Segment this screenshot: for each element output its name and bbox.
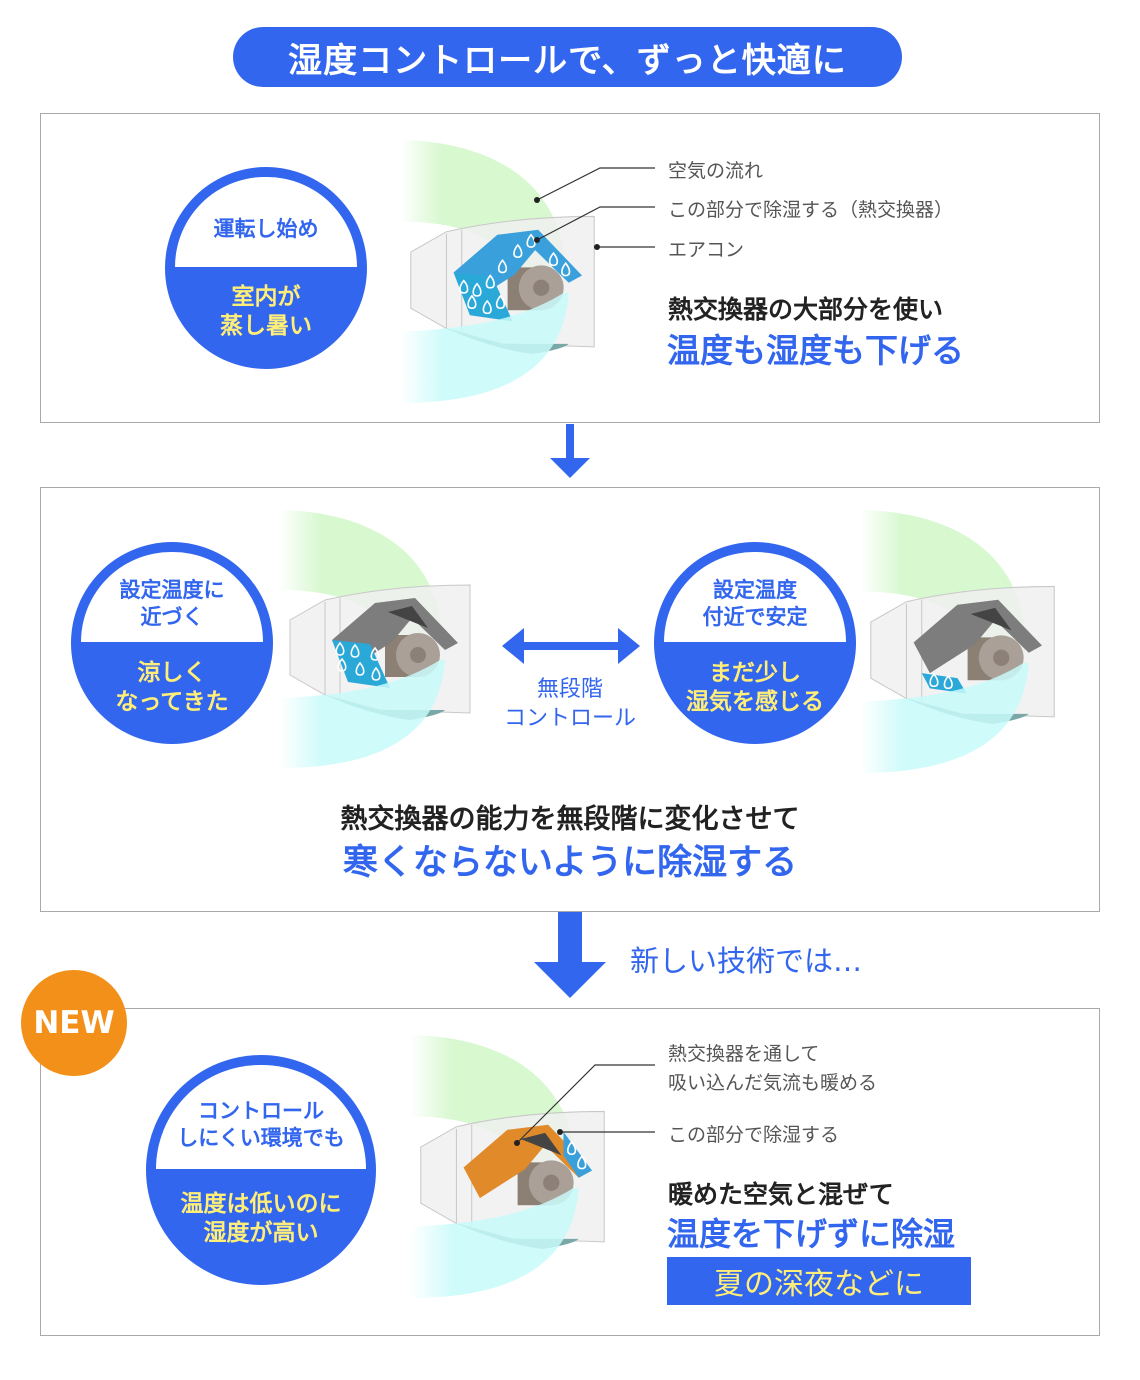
circle-top: 運転し始め	[175, 177, 357, 267]
fan-hub	[533, 279, 550, 296]
circle-bottom-line: 涼しく	[137, 659, 207, 686]
status-circle-stable: 設定温度 付近で安定 まだ少し 湿気を感じる	[654, 542, 856, 744]
leader-line	[536, 206, 655, 241]
water-drop-icon	[566, 1140, 577, 1156]
panel2-headline: 熱交換器の能力を無段階に変化させて	[340, 804, 800, 835]
double-arrow-icon	[502, 628, 640, 664]
circle-top-text: 運転し始め	[213, 216, 319, 241]
circle-top-line: 近づく	[140, 605, 204, 629]
water-drop-icon	[561, 262, 571, 277]
circle-bottom-line: まだ少し	[709, 659, 801, 686]
aircon-illustration	[410, 1035, 605, 1298]
panel3-headline: 暖めた空気と混ぜて	[668, 1180, 894, 1209]
leader-line	[536, 167, 655, 201]
circle-top: 設定温度 付近で安定	[664, 552, 846, 642]
stepless-label-line: コントロール	[503, 706, 636, 731]
circle-top: 設定温度に 近づく	[81, 552, 263, 642]
leader-lines	[534, 167, 655, 250]
stepless-label-line: 無段階	[536, 677, 603, 702]
water-drop-icon	[355, 661, 365, 676]
circle-top-line: しにくい環境でも	[177, 1126, 345, 1150]
aircon-illustration	[860, 510, 1055, 773]
exchanger-roof	[463, 1124, 592, 1199]
circle-top-line: コントロール	[198, 1099, 324, 1123]
circle-top-line: 設定温度に	[119, 578, 225, 602]
exchanger-roof	[913, 599, 1042, 674]
circle-bottom-line: 室内が	[231, 283, 301, 310]
label-airflow: 空気の流れ	[668, 160, 764, 182]
water-drop-icon	[350, 643, 360, 658]
leader-dot	[534, 237, 540, 243]
page-title: 湿度コントロールで、ずっと快適に	[233, 27, 902, 87]
panel3-highlight: 温度を下げずに除湿	[667, 1215, 956, 1253]
water-drop-icon	[337, 657, 347, 672]
circle-top: コントロール しにくい環境でも	[156, 1065, 366, 1169]
fan-hub	[993, 649, 1010, 666]
fan-hub	[410, 647, 426, 663]
circle-bottom-line: なってきた	[115, 688, 229, 715]
label-dehumidify-part: この部分で除湿する	[668, 1124, 840, 1146]
leader-dot	[514, 1140, 520, 1146]
airflow-outlet	[400, 292, 569, 403]
exchanger-inner	[520, 1132, 562, 1156]
circle-bottom: 温度は低いのに 湿度が高い	[146, 1169, 376, 1285]
circle-bottom-line: 蒸し暑い	[220, 312, 312, 339]
label-line: 熱交換器を通して	[668, 1043, 820, 1065]
status-circle-startup: 運転し始め 室内が 蒸し暑い	[165, 167, 367, 369]
water-drop-icon	[548, 251, 559, 267]
water-drop-icon	[482, 299, 492, 315]
label-heat-exchanger: この部分で除湿する（熱交換器）	[668, 199, 954, 221]
arrow-down-large-icon	[534, 912, 606, 998]
water-drop-icon	[472, 282, 482, 297]
leader-line	[516, 1064, 655, 1144]
water-drop-icon	[577, 1155, 587, 1170]
water-drop-icon	[929, 672, 939, 688]
water-drop-icon	[513, 243, 523, 259]
circle-top-line: 設定温度	[713, 578, 797, 602]
airflow-outlet	[410, 1187, 579, 1298]
new-badge: NEW	[21, 970, 127, 1076]
leader-dot	[594, 244, 600, 250]
aircon-illustration	[400, 140, 595, 403]
exchanger-inner	[970, 607, 1012, 631]
panel2-highlight: 寒くならないように除湿する	[342, 843, 798, 883]
exchanger-wet-panel	[453, 272, 513, 322]
fan-hub	[543, 1174, 560, 1191]
water-drop-icon	[495, 294, 506, 309]
circle-bottom: 室内が 蒸し暑い	[165, 268, 367, 369]
water-drop-icon	[497, 258, 508, 274]
airflow-outlet	[860, 662, 1029, 773]
water-drop-icon	[459, 279, 469, 294]
circle-bottom-line: 湿度が高い	[203, 1220, 319, 1246]
leader-dot	[557, 1129, 563, 1135]
label-aircon: エアコン	[668, 239, 745, 261]
label-line: 吸い込んだ気流も暖める	[668, 1072, 878, 1094]
circle-bottom-line: 温度は低いのに	[180, 1191, 342, 1217]
leader-dot	[534, 197, 540, 203]
panel1-highlight: 温度も湿度も下げる	[667, 331, 964, 370]
water-drop-icon	[485, 274, 495, 289]
circle-bottom-line: 湿気を感じる	[686, 688, 824, 715]
status-circle-cooling: 設定温度に 近づく 涼しく なってきた	[71, 542, 273, 744]
aircon-illustration	[280, 510, 471, 768]
arrow-down-icon	[550, 424, 590, 478]
circle-top-line: 付近で安定	[702, 605, 808, 629]
water-drop-icon	[335, 641, 345, 656]
stepless-control-label: 無段階 コントロール	[490, 675, 650, 733]
panel1-headline: 熱交換器の大部分を使い	[668, 295, 944, 324]
circle-bottom: 涼しく なってきた	[71, 643, 273, 744]
circle-bottom: まだ少し 湿気を感じる	[654, 643, 856, 744]
label-warm-airflow: 熱交換器を通して 吸い込んだ気流も暖める	[668, 1040, 877, 1098]
leader-lines	[514, 1064, 655, 1146]
status-circle-humid: コントロール しにくい環境でも 温度は低いのに 湿度が高い	[146, 1055, 376, 1285]
water-drop-icon	[467, 294, 477, 309]
airflow-outlet	[280, 660, 445, 768]
water-drop-icon	[370, 646, 380, 661]
water-drop-icon	[943, 674, 953, 690]
transition-text: 新しい技術では…	[630, 944, 863, 978]
usage-tag: 夏の深夜などに	[667, 1257, 971, 1305]
exchanger-inner	[388, 606, 428, 628]
water-drop-icon	[371, 666, 381, 681]
